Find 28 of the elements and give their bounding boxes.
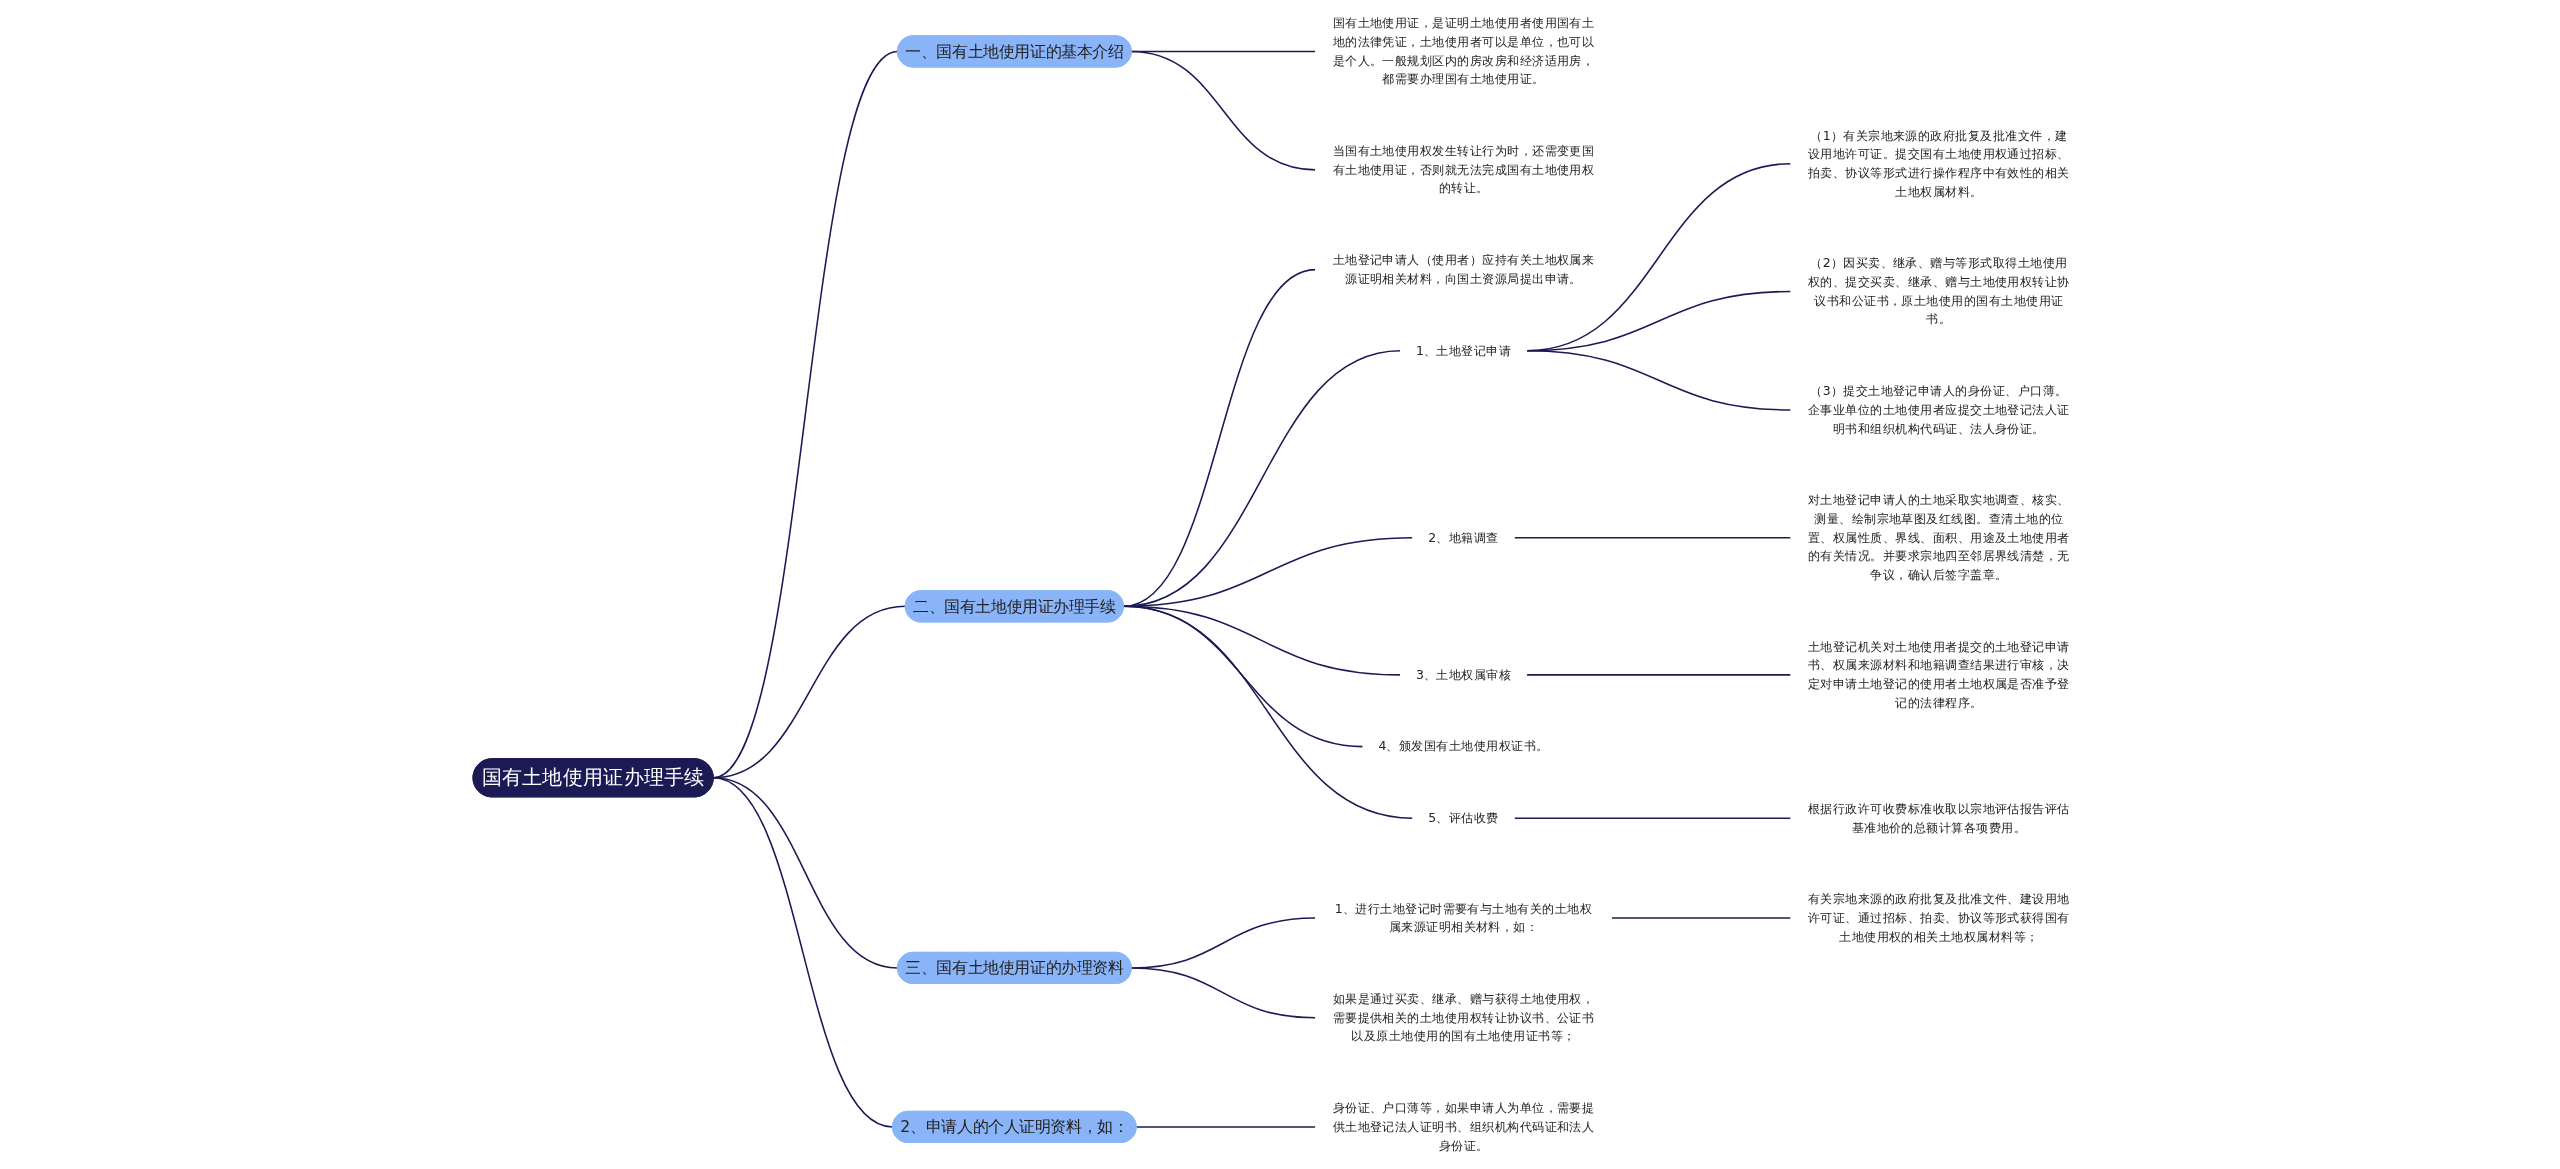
connector [1130, 967, 1317, 1019]
node-text: 1、土地登记申请 [1415, 342, 1512, 358]
connector [1610, 917, 1792, 919]
node-text: 4、颁发国有土地使用权证书。 [1378, 738, 1549, 754]
node-text: 如果是通过买卖、继承、赠与获得土地使用权，需要提供相关的土地使用权转让协议书、公证书以及原土地使用的国有土地使用证书等； [1332, 991, 1595, 1044]
node-text: 土地登记机关对土地使用者提交的土地登记申请书、权属来源材料和地籍调查结果进行审核，决定对申请土地登记的使用者土地权属是否准予登记的法律程序。 [1807, 639, 2070, 710]
node-text: （3）提交土地登记申请人的身份证、户口薄。企事业单位的土地使用者应提交土地登记法人证明书和组织机构代码证、法人身份证。 [1807, 383, 2070, 436]
connector [1513, 536, 1792, 539]
connector [712, 777, 894, 1128]
connector [1513, 817, 1792, 820]
node-text: 5、评估收费 [1428, 810, 1499, 826]
node-text: （1）有关宗地来源的政府批复及批准文件，建设用地许可证。提交国有土地使用权通过招标、拍卖、协议等形式进行操作程序中有效性的相关土地权属材料。 [1807, 127, 2070, 199]
node-text: 对土地登记申请人的土地采取实地调查、核实、测量、绘制宗地草图及红线图。查清土地的位置、权属性质、界线、面积、用途及土地使用者的有关情况。并要求宗地四至邻居界线清楚，无争议，确认后签字盖章。 [1807, 492, 2070, 583]
node-text: 3、土地权属审核 [1415, 667, 1512, 682]
node-text: 土地登记申请人（使用者）应持有关土地权属来源证明相关材料，向国土资源局提出申请。 [1332, 252, 1595, 287]
connector [1525, 349, 1792, 411]
node-text: 根据行政许可收费标准收取以宗地评估报告评估基准地价的总额计算各项费用。 [1807, 801, 2070, 835]
node-text: 国有土地使用证，是证明土地使用者使用国有土地的法律凭证，土地使用者可以是单位，也可以是个人。一般规划区内的房改房和经济适用房，都需要办理国有土地使用证。 [1332, 15, 1595, 87]
node-text: 身份证、户口薄等，如果申请人为单位，需要提供土地登记法人证明书、组织机构代码证和法人身份证。 [1332, 1100, 1595, 1153]
node-text: 2、地籍调查 [1428, 529, 1499, 545]
connector [1130, 50, 1317, 171]
connector [1525, 674, 1792, 676]
connector [1122, 605, 1414, 820]
node-text: 当国有土地使用权发生转让行为时，还需变更国有土地使用证，否则就无法完成国有土地使用权的转让。 [1332, 143, 1595, 196]
node-text: 有关宗地来源的政府批复及批准文件、建设用地许可证、通过招标、拍卖、协议等形式获得国有土地使用权的相关土地权属材料等； [1807, 891, 2070, 944]
node-text: 1、进行土地登记时需要有与土地有关的土地权属来源证明相关材料，如： [1334, 900, 1593, 935]
connector [1135, 1126, 1317, 1128]
node-text: （2）因买卖、继承、赠与等形式取得土地使用权的、提交买卖、继承、赠与土地使用权转让协议书和公证书，原土地使用的国有土地使用证书。 [1807, 255, 2070, 327]
